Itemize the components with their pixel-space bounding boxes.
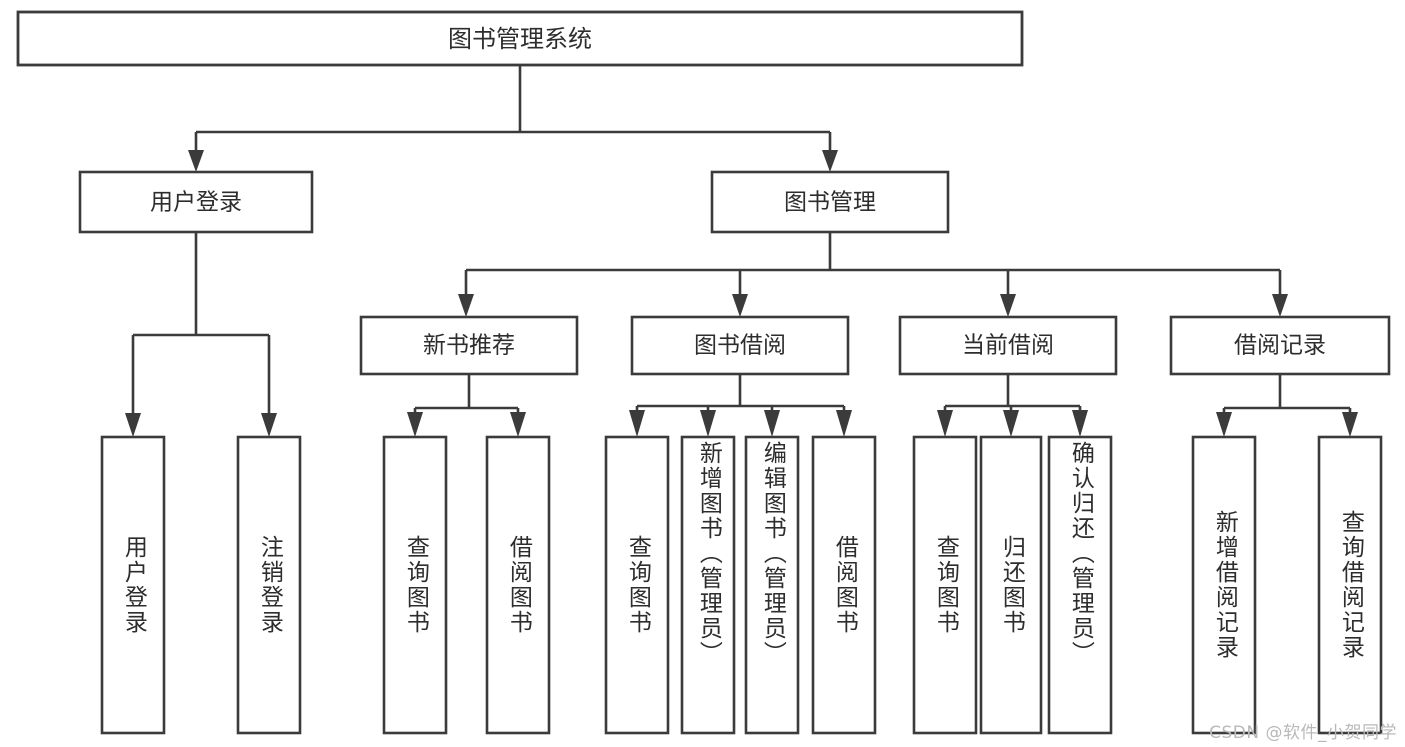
arrow-leaf-user-login-icon: [125, 413, 141, 437]
arrow-leaf-query-book-3-icon: [937, 410, 953, 437]
arrow-leaf-borrow-book-2-icon: [836, 410, 852, 437]
arrow-to-new-book-recommend-icon: [458, 294, 474, 317]
leaf-borrow-book-2-box[interactable]: [811, 435, 877, 735]
arrow-leaf-return-book-icon: [1003, 410, 1019, 437]
node-new-book-recommend[interactable]: 新书推荐: [359, 315, 579, 376]
new-book-recommend-label: 新书推荐: [423, 333, 515, 359]
leaf-borrow-book-1-box[interactable]: [485, 435, 551, 735]
leaf-edit-book-box[interactable]: [744, 435, 800, 735]
root-label: 图书管理系统: [448, 25, 592, 53]
node-root[interactable]: 图书管理系统: [16, 10, 1024, 67]
root-box[interactable]: [16, 10, 1024, 67]
arrow-leaf-add-record-icon: [1216, 412, 1232, 437]
arrow-leaf-edit-book-icon: [764, 410, 780, 437]
borrow-record-box[interactable]: [1169, 315, 1391, 376]
arrow-leaf-query-book-1-icon: [407, 412, 423, 437]
arrow-to-book-manage-icon: [822, 150, 838, 172]
current-borrow-label: 当前借阅: [962, 333, 1054, 359]
arrow-leaf-borrow-book-1-icon: [510, 412, 526, 437]
user-login-label: 用户登录: [150, 190, 242, 216]
leaf-add-book-box[interactable]: [680, 435, 736, 735]
leaf-box-layer: [100, 435, 1383, 735]
leaf-query-book-1-box[interactable]: [382, 435, 448, 735]
leaf-return-book-box[interactable]: [979, 435, 1043, 735]
book-borrow-label: 图书借阅: [694, 333, 786, 359]
current-borrow-box[interactable]: [898, 315, 1118, 376]
arrow-to-current-borrow-icon: [1000, 294, 1016, 317]
node-book-manage[interactable]: 图书管理: [710, 170, 950, 234]
leaf-user-logout-box[interactable]: [236, 435, 302, 735]
node-borrow-record[interactable]: 借阅记录: [1169, 315, 1391, 376]
user-login-box[interactable]: [78, 170, 314, 234]
leaf-add-record-box[interactable]: [1191, 435, 1257, 735]
arrow-to-borrow-record-icon: [1272, 294, 1288, 317]
borrow-record-label: 借阅记录: [1234, 333, 1326, 359]
node-book-borrow[interactable]: 图书借阅: [630, 315, 850, 376]
arrow-leaf-query-record-icon: [1342, 412, 1358, 437]
csdn-watermark: CSDN @软件_小贺同学: [1209, 723, 1397, 743]
book-manage-label: 图书管理: [784, 190, 876, 216]
book-borrow-box[interactable]: [630, 315, 850, 376]
leaf-query-record-box[interactable]: [1317, 435, 1383, 735]
leaf-user-login-box[interactable]: [100, 435, 166, 735]
arrow-leaf-confirm-return-icon: [1072, 410, 1088, 437]
node-current-borrow[interactable]: 当前借阅: [898, 315, 1118, 376]
arrow-leaf-add-book-icon: [700, 410, 716, 437]
arrow-leaf-query-book-2-icon: [629, 410, 645, 437]
leaf-query-book-2-box[interactable]: [604, 435, 670, 735]
book-manage-box[interactable]: [710, 170, 950, 234]
connector-layer: [125, 65, 1358, 437]
new-book-recommend-box[interactable]: [359, 315, 579, 376]
node-user-login[interactable]: 用户登录: [78, 170, 314, 234]
leaf-confirm-return-box[interactable]: [1047, 435, 1113, 735]
arrow-to-book-borrow-icon: [732, 294, 748, 317]
leaf-query-book-3-box[interactable]: [912, 435, 978, 735]
arrow-to-user-login-icon: [188, 150, 204, 172]
arrow-leaf-user-logout-icon: [261, 413, 277, 437]
